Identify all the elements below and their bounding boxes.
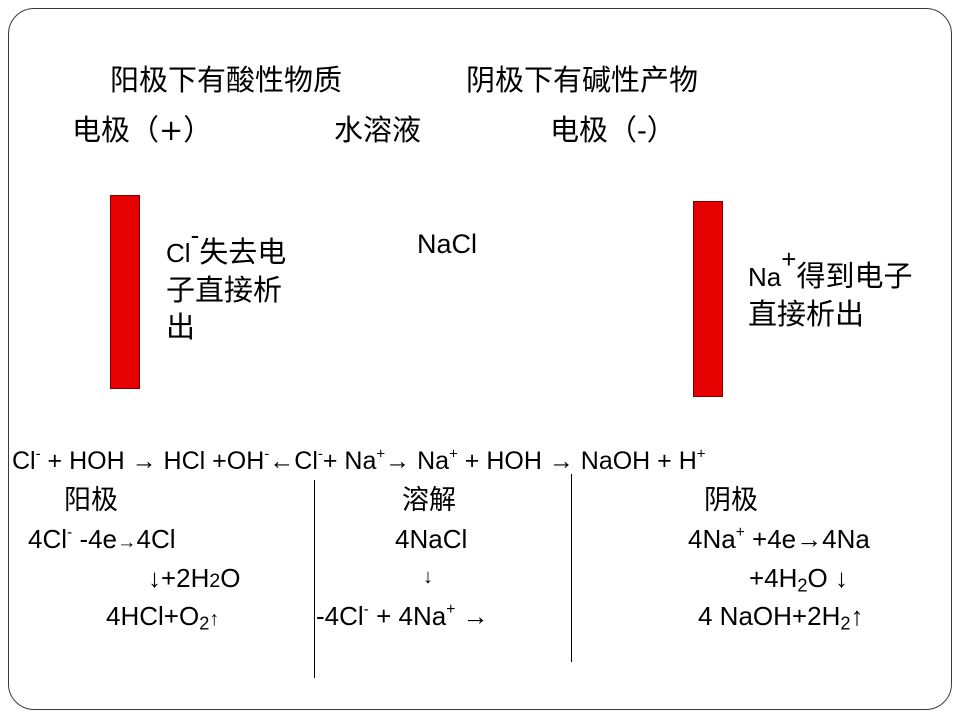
anode-r3-sub: 2 (199, 613, 210, 634)
eq-p4-sup: + (376, 445, 386, 463)
anode-note-text: 失去电子直接析出 (166, 235, 287, 345)
anode-r2a: ↓+2H (148, 563, 210, 593)
cathode-r1a: 4Na (688, 524, 736, 554)
cathode-note-ion: Na (748, 262, 782, 292)
eq-p4: + Na (322, 447, 377, 475)
cathode-label: 电极（-） (550, 113, 676, 147)
anode-r1c: 4Cl (136, 524, 176, 554)
cathode-r1-sup: + (735, 524, 745, 542)
anode-r1b: -4e (72, 524, 118, 554)
middle-step-2: ↓ (423, 566, 433, 588)
middle-column-label: 溶解 (402, 485, 456, 516)
divider-left (314, 480, 315, 678)
anode-step-2: ↓+2H2O (148, 565, 241, 592)
eq-p1: Cl (12, 447, 36, 475)
middle-r3-sup1: - (363, 601, 369, 619)
middle-r3b: + 4Na (368, 601, 447, 631)
anode-electrode (110, 195, 140, 389)
eq-p3-sup: - (317, 445, 323, 463)
cathode-r2b: O ↓ (807, 563, 848, 593)
anode-product-heading: 阳极下有酸性物质 (110, 63, 343, 97)
cathode-note-charge: + (781, 243, 797, 274)
eq-p2: + HOH → HCl +OH (40, 447, 265, 475)
anode-r1-arrow: → (117, 531, 137, 553)
cathode-product-heading: 阴极下有碱性产物 (466, 63, 699, 97)
middle-r3-sup2: + (446, 601, 456, 619)
anode-note: Cl-失去电子直接析出 (166, 222, 306, 347)
cathode-electrode (693, 201, 723, 397)
slide-frame (8, 8, 952, 710)
cathode-r3-sub: 2 (840, 613, 851, 634)
anode-note-ion: Cl (166, 238, 191, 268)
eq-p5: → Na (385, 447, 450, 475)
solution-name: NaCl (417, 229, 478, 259)
anode-column-label: 阳极 (64, 485, 118, 516)
eq-p2-sup: - (264, 445, 270, 463)
cathode-r1b: +4e→4Na (744, 524, 870, 554)
cathode-note-text: 得到电子直接析出 (748, 259, 913, 331)
anode-r3a: 4HCl+O (106, 601, 200, 631)
anode-label: 电极（+） (72, 113, 213, 147)
divider-right (571, 474, 572, 662)
middle-r3a: -4Cl (316, 601, 364, 631)
solution-label: 水溶液 (334, 113, 422, 147)
anode-step-1: 4Cl- -4e→4Cl (28, 524, 176, 554)
middle-step-3: -4Cl- + 4Na+ → (316, 601, 489, 631)
cathode-r2a: +4H (749, 563, 798, 593)
cathode-column-label: 阴极 (704, 485, 758, 516)
anode-r2b: O (220, 563, 241, 593)
middle-r3c: → (455, 601, 489, 631)
eq-p3: ←Cl (269, 447, 318, 475)
cathode-note: Na+得到电子直接析出 (748, 246, 918, 333)
anode-r3b: ↑ (209, 608, 220, 630)
cathode-step-3: 4 NaOH+2H2↑ (698, 601, 864, 633)
cathode-r3a: 4 NaOH+2H (698, 601, 841, 631)
cathode-r2-sub: 2 (797, 575, 808, 596)
eq-p5-sup: + (449, 445, 458, 463)
eq-p1-sup: - (35, 445, 41, 463)
anode-step-3: 4HCl+O2↑ (106, 601, 220, 633)
eq-p6: + HOH → NaOH + H (457, 447, 697, 475)
anode-r2-sub: 2 (209, 570, 221, 592)
cathode-step-1: 4Na+ +4e→4Na (688, 524, 870, 554)
cathode-r3b: ↑ (850, 601, 864, 631)
cathode-step-2: +4H2O ↓ (749, 563, 848, 595)
middle-step-1: 4NaCl (395, 524, 468, 554)
eq-p6-sup: + (696, 445, 706, 463)
anode-r1-sup: - (67, 524, 73, 542)
anode-note-charge: - (190, 219, 200, 250)
anode-r1a: 4Cl (28, 524, 68, 554)
main-equation: Cl- + HOH → HCl +OH-←Cl-+ Na+→ Na+ + HOH… (12, 445, 706, 475)
